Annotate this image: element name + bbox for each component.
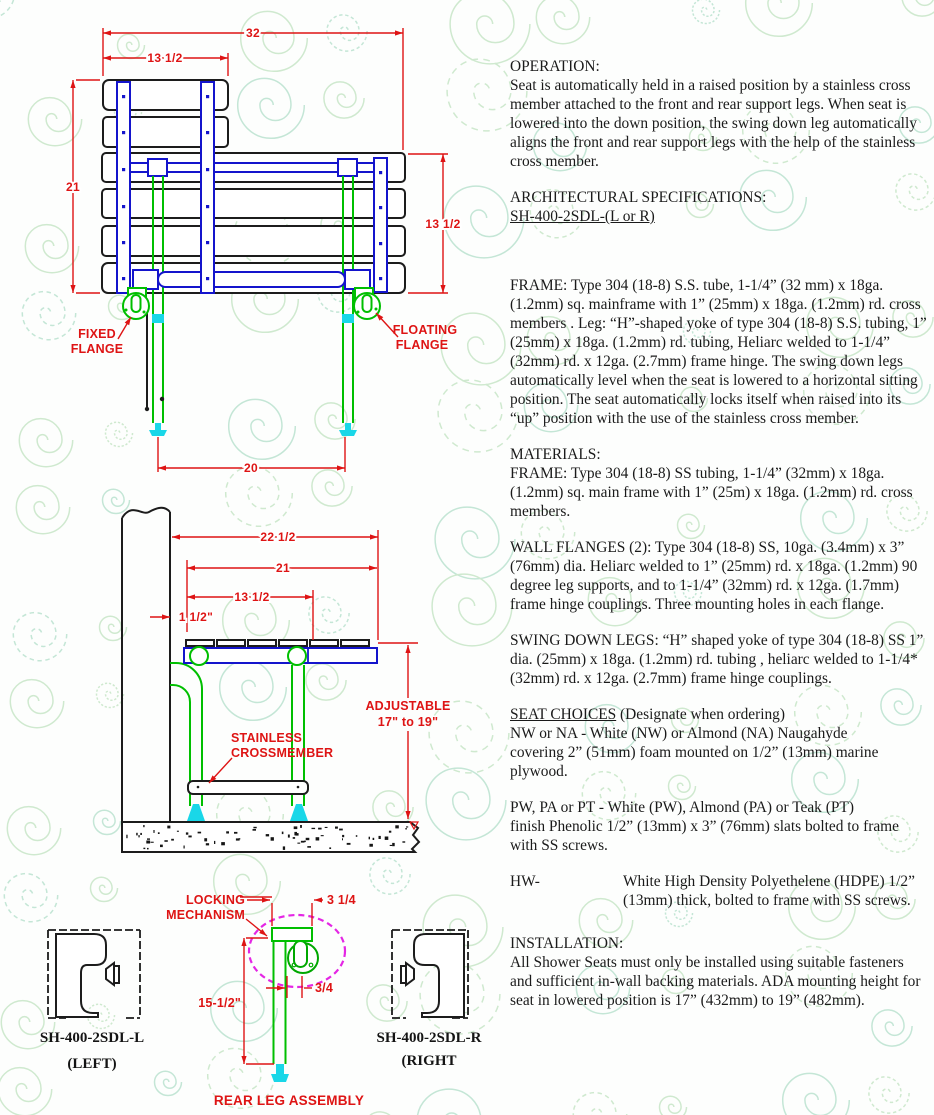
side-view-dimensions: 22 1/2 21 13 1/2 1 1/2" ADJUSTABLE 17" t… [150, 528, 450, 831]
dim-21: 21 [66, 180, 80, 194]
svg-text:FLANGE: FLANGE [396, 338, 449, 352]
flange-bracket-icon [105, 961, 115, 987]
fixed-flange-label: FIXED [78, 327, 116, 341]
right-model-code: SH-400-2SDL-R [376, 1030, 481, 1046]
left-model-side: (LEFT) [67, 1056, 116, 1072]
seat-choice-hw-label: HW- [510, 873, 540, 890]
rivet-dots [122, 95, 383, 281]
locking-mechanism-label: LOCKING [186, 893, 245, 907]
dim-1-1-2: 1 1/2" [179, 610, 213, 624]
side-view-drawing: 22 1/2 21 13 1/2 1 1/2" ADJUSTABLE 17" t… [121, 506, 450, 853]
right-model-drawing: SH-400-2SDL-R (RIGHT [376, 929, 482, 1069]
dim-20: 20 [244, 461, 258, 475]
rear-leg-dimensions: 3 1/4 3/4 15-1/2" LOCKING MECHANISM REAR… [166, 893, 364, 1108]
materials-body: FRAME: Type 304 (18-8) SS tubing, 1-1/4”… [510, 465, 913, 520]
model-number: SH-400-2SDL-(L or R) [510, 208, 655, 225]
floating-flange-label: FLOATING [393, 323, 458, 337]
flange-bracket-icon [405, 961, 415, 987]
materials-heading: MATERIALS: [510, 446, 601, 463]
rear-leg-assembly-drawing: 3 1/4 3/4 15-1/2" LOCKING MECHANISM REAR… [166, 893, 364, 1108]
technical-drawing: 32 13 1/2 21 13 1/2 20 FIXED FLANGE FLOA… [40, 24, 482, 1108]
dim-3-1-4: 3 1/4 [327, 893, 356, 907]
seat-choice-pw-head: PW, PA or PT - White (PW), Almond (PA) o… [510, 799, 854, 816]
wall-flanges-body: WALL FLANGES (2): Type 304 (18-8) SS, 10… [510, 539, 918, 613]
dim-13-1-2-right: 13 1/2 [425, 217, 460, 231]
seat-choice-hw-body: White High Density Polyethelene (HDPE) 1… [623, 873, 915, 909]
installation-body: All Shower Seats must only be installed … [510, 954, 921, 1009]
dim-32: 32 [246, 26, 260, 40]
installation-heading: INSTALLATION: [510, 935, 624, 952]
seat-choice-nw-rest: covering 2” (51mm) foam mounted on 1/2” … [510, 744, 879, 780]
top-view-drawing: 32 13 1/2 21 13 1/2 20 FIXED FLANGE FLOA… [64, 24, 462, 477]
svg-text:FLANGE: FLANGE [71, 342, 124, 356]
dim-3-4: 3/4 [315, 981, 333, 995]
concrete-speckles [126, 825, 409, 850]
dim-13-1-2-side: 13 1/2 [234, 590, 269, 604]
seat-choices-heading: SEAT CHOICES [510, 706, 617, 723]
top-view-dimensions: 32 13 1/2 21 13 1/2 20 FIXED FLANGE FLOA… [64, 24, 462, 477]
dim-15-1-2: 15-1/2" [198, 996, 241, 1010]
fixed-flange-part [122, 287, 150, 320]
left-model-code: SH-400-2SDL-L [40, 1030, 144, 1046]
side-slats [185, 639, 370, 647]
right-model-side: (RIGHT [401, 1053, 456, 1069]
dim-22-1-2: 22 1/2 [260, 530, 295, 544]
svg-text:CROSSMEMBER: CROSSMEMBER [231, 746, 333, 760]
architectural-specs-heading: ARCHITECTURAL SPECIFICATIONS: [510, 189, 767, 206]
seat-choice-pw-rest: finish Phenolic 1/2” (13mm) x 3” (76mm) … [510, 818, 899, 854]
svg-text:17" to 19": 17" to 19" [378, 715, 438, 729]
operation-body: Seat is automatically held in a raised p… [510, 77, 917, 170]
rear-leg-assembly-title: REAR LEG ASSEMBLY [214, 1093, 364, 1108]
seat-choices-note: (Designate when ordering) [620, 706, 786, 723]
frame-spec-body: FRAME: Type 304 (18-8) S.S. tube, 1-1/4”… [510, 277, 927, 427]
dim-21-side: 21 [276, 561, 290, 575]
operation-heading: OPERATION: [510, 58, 600, 75]
dim-13-1-2-top: 13 1/2 [147, 51, 182, 65]
svg-text:MECHANISM: MECHANISM [166, 908, 245, 922]
stainless-crossmember-label: STAINLESS [231, 731, 302, 745]
floating-flange-part [353, 287, 381, 320]
swing-down-legs-body: SWING DOWN LEGS: “H” shaped yoke of type… [510, 632, 924, 687]
left-model-drawing: SH-400-2SDL-L (LEFT) [40, 929, 144, 1072]
spec-column: OPERATION: Seat is automatically held in… [510, 57, 929, 1027]
seat-choice-nw-head: NW or NA - White (NW) or Almond (NA) Nau… [510, 725, 848, 742]
adjustable-label: ADJUSTABLE [365, 699, 450, 713]
